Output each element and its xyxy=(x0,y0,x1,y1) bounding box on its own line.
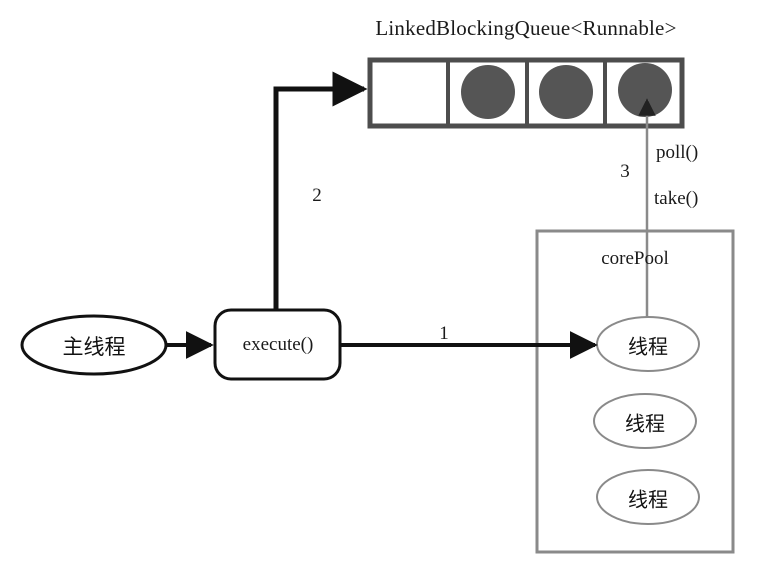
thread-label-2: 线程 xyxy=(625,411,665,436)
edge-label-2: 2 xyxy=(312,185,322,206)
thread-ellipse-3 xyxy=(596,469,700,525)
queue-container xyxy=(367,57,685,129)
poll-label: poll() xyxy=(656,142,699,163)
execute-box-label: execute() xyxy=(242,334,314,355)
thread-ellipse-2 xyxy=(593,393,697,449)
queue-title: LinkedBlockingQueue<Runnable> xyxy=(375,16,677,40)
arrow-execute-to-queue xyxy=(273,71,368,310)
edge-label-3: 3 xyxy=(620,161,630,182)
core-pool-label: corePool xyxy=(601,248,669,269)
main-thread-ellipse xyxy=(20,314,168,376)
queue-task-circle-1 xyxy=(461,65,515,119)
main-thread-label: 主线程 xyxy=(62,335,126,359)
edge-label-1: 1 xyxy=(439,323,449,344)
thread-label-1: 线程 xyxy=(628,334,668,359)
queue-task-circle-3 xyxy=(618,63,672,117)
core-pool-container xyxy=(535,229,735,554)
queue-task-circle-2 xyxy=(539,65,593,119)
thread-label-3: 线程 xyxy=(628,487,668,512)
take-label: take() xyxy=(654,188,699,209)
